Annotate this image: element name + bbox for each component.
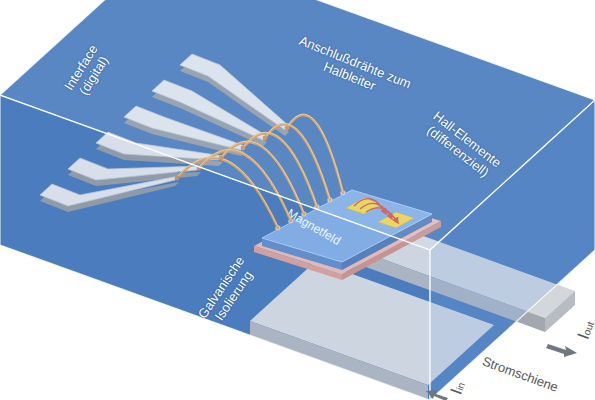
wire-bead	[197, 166, 202, 171]
current-arrows	[426, 344, 577, 400]
busbar-label: Stromschiene	[466, 349, 574, 400]
wire-bead	[175, 176, 180, 181]
package-top-face	[0, 0, 595, 250]
wire-bead	[219, 156, 224, 161]
wire-bead	[285, 126, 290, 131]
lead-pin	[40, 176, 179, 206]
bond-wire-highlight	[177, 157, 278, 227]
node-outline	[262, 190, 432, 262]
lead-pin	[152, 80, 267, 140]
bond-wire	[177, 158, 278, 228]
bond-wire	[265, 124, 330, 200]
chip-top	[262, 190, 432, 262]
lead-pin	[180, 54, 289, 130]
current-in-label: Iin	[447, 379, 470, 397]
wire-beads	[175, 126, 290, 181]
busbar-end	[545, 291, 575, 332]
bond-wire-highlight	[221, 141, 304, 213]
bond-wire	[243, 133, 317, 207]
bond-wire-highlight	[287, 114, 343, 192]
bond-wire-highlight	[199, 149, 291, 220]
busbar-side	[250, 321, 428, 399]
bond-wire	[287, 115, 343, 193]
lead-pin	[68, 158, 201, 180]
current-out-arrow	[546, 344, 577, 357]
wire-bead	[263, 136, 268, 141]
bond-wire	[199, 150, 291, 221]
bond-wire-highlight	[243, 132, 317, 206]
bond-wire	[221, 142, 304, 214]
current-in-arrow	[426, 390, 448, 400]
sensor-chip: Magnetfeld	[262, 190, 432, 262]
bond-wire-highlight	[265, 123, 330, 199]
current-out-label: Iout	[574, 318, 595, 342]
wire-bead	[241, 146, 246, 151]
